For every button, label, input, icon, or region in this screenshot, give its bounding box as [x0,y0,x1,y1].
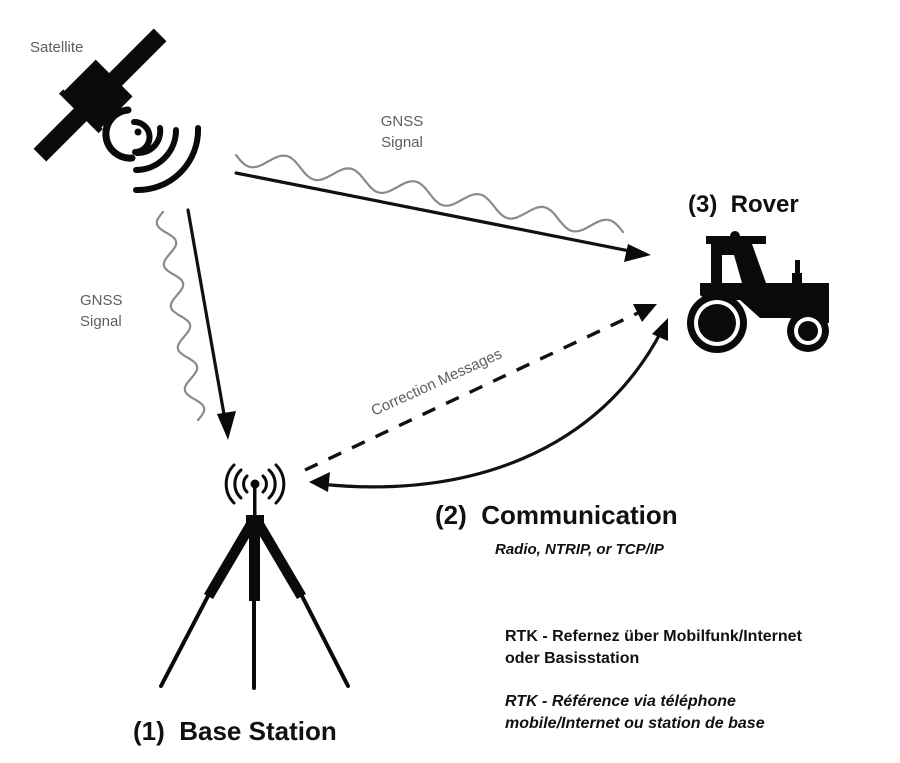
base-station-title: (1) Base Station [133,716,337,746]
gnss-signal-to-rover: GNSS Signal [234,113,651,262]
rover: (3) Rover [687,191,829,353]
correction-messages: Correction Messages [304,304,657,472]
caption-french-line2: mobile/Internet ou station de base [505,715,765,732]
gnss-signal-label-line1: GNSS [381,113,424,130]
gnss-signal-to-base: GNSS Signal [80,208,236,440]
correction-messages-label: Correction Messages [369,345,505,419]
communication-subtitle: Radio, NTRIP, or TCP/IP [495,541,665,558]
base-station: (1) Base Station [133,463,350,746]
arrowhead-icon [309,472,330,492]
gnss-signal-label-line2: Signal [381,134,423,151]
arrowhead-icon [217,411,236,440]
caption-german-line1: RTK - Refernez über Mobilfunk/Internet [505,628,803,645]
signal-wave [155,210,206,422]
arrowhead-icon [633,304,657,322]
tripod-antenna-icon [159,463,350,690]
arrow-satellite-to-rover [234,171,642,255]
arrowhead-icon [652,318,668,341]
arrow-satellite-to-base [186,208,227,422]
captions: RTK - Refernez über Mobilfunk/Internet o… [505,628,803,732]
caption-german-line2: oder Basisstation [505,650,639,667]
satellite-icon [33,28,202,194]
gnss-signal-label-line2: Signal [80,313,122,330]
satellite-label: Satellite [30,39,83,56]
communication-title: (2) Communication [435,500,678,530]
arrowhead-icon [624,244,651,262]
communication-link: (2) Communication Radio, NTRIP, or TCP/I… [309,318,678,558]
tractor-icon [687,231,829,353]
dashed-arrow-base-to-rover [304,310,641,472]
gnss-signal-label-line1: GNSS [80,292,123,309]
rover-title: (3) Rover [688,191,799,218]
satellite: Satellite [30,28,202,194]
curved-arrow-base-rover [318,328,664,489]
signal-wave [234,153,625,234]
caption-french-line1: RTK - Référence via téléphone [505,693,736,710]
